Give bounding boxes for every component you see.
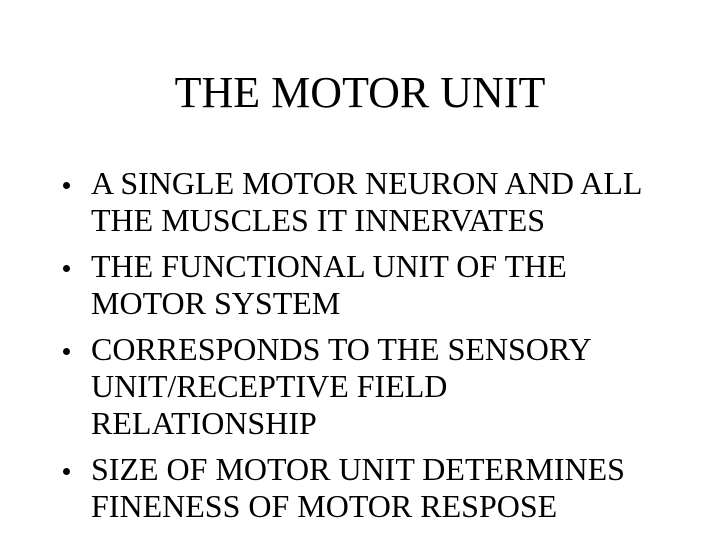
slide-title: THE MOTOR UNIT <box>174 68 546 117</box>
bullet-line: THE MUSCLES IT INNERVATES <box>91 202 546 238</box>
bullet-item: SIZE OF MOTOR UNIT DETERMINES FINENESS O… <box>63 451 642 525</box>
bullet-list: A SINGLE MOTOR NEURON AND ALL THE MUSCLE… <box>63 165 643 525</box>
bullet-line: RELATIONSHIP <box>91 405 317 441</box>
bullet-line: SIZE OF MOTOR UNIT DETERMINES <box>91 451 625 487</box>
bullet-line: A SINGLE MOTOR NEURON AND ALL <box>91 165 643 201</box>
bullet-icon <box>63 265 70 272</box>
bullet-line: UNIT/RECEPTIVE FIELD <box>91 368 448 404</box>
bullet-icon <box>63 468 70 475</box>
bullet-item: THE FUNCTIONAL UNIT OF THE MOTOR SYSTEM <box>63 248 642 322</box>
bullet-icon <box>63 182 70 189</box>
bullet-line: FINENESS OF MOTOR RESPOSE <box>91 488 558 524</box>
bullet-icon <box>63 348 70 355</box>
bullet-line: THE FUNCTIONAL UNIT OF THE <box>91 248 567 284</box>
bullet-line: CORRESPONDS TO THE SENSORY <box>91 331 592 367</box>
bullet-item: A SINGLE MOTOR NEURON AND ALL THE MUSCLE… <box>63 165 643 239</box>
bullet-line: MOTOR SYSTEM <box>91 285 341 321</box>
bullet-item: CORRESPONDS TO THE SENSORY UNIT/RECEPTIV… <box>63 331 642 442</box>
